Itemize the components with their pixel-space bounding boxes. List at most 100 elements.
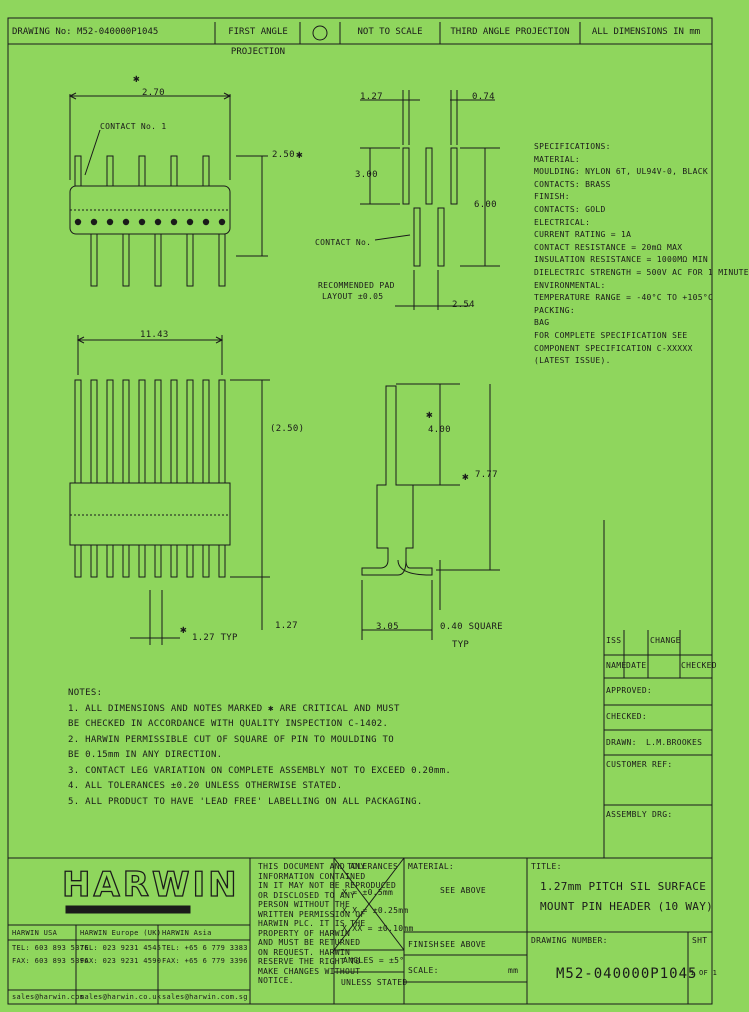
office-email[interactable]: sales@harwin.com	[12, 993, 85, 1001]
side-dim-pitch: 1.27	[360, 92, 383, 102]
office-fax: FAX: +65 6 779 3396	[162, 957, 248, 965]
pin-tail	[74, 379, 82, 484]
note-line: NOTES:	[68, 688, 103, 698]
pin-foot	[90, 544, 98, 578]
side-contact-label: CONTACT No.	[315, 238, 372, 247]
side-view	[402, 147, 458, 267]
pin-tail	[138, 379, 146, 484]
pin-tail	[122, 379, 130, 484]
contact-dot	[218, 218, 226, 226]
pin-lower	[186, 233, 194, 287]
spec-line: INSULATION RESISTANCE = 1000MΩ MIN	[534, 255, 708, 265]
sheet-label: SHT	[692, 936, 708, 945]
contact-dot	[106, 218, 114, 226]
copyright-line: AND MUST BE RETURNED	[258, 938, 361, 947]
tolerances-title: TOLERANCES	[347, 862, 399, 871]
contact-dot	[186, 218, 194, 226]
pad-layout-label: RECOMMENDED PAD	[318, 281, 395, 290]
front-pitch-dim: 1.27 TYP	[192, 633, 238, 643]
harwin-logo: HARWIN	[61, 865, 240, 905]
office-tel: TEL: +65 6 779 3383	[162, 944, 248, 952]
note-line: 5. ALL PRODUCT TO HAVE 'LEAD FREE' LABEL…	[68, 796, 423, 807]
office-email[interactable]: sales@harwin.co.uk	[80, 993, 162, 1001]
front-height-dim: (2.50)	[270, 424, 305, 434]
unless-stated: UNLESS STATED	[341, 978, 408, 987]
contact-dot	[74, 218, 82, 226]
office-email[interactable]: sales@harwin.com.sg	[162, 993, 248, 1001]
office-fax: FAX: 603 893 5396	[12, 957, 89, 965]
office-name: HARWIN Asia	[162, 929, 212, 937]
assembly-drg-label: ASSEMBLY DRG:	[606, 810, 673, 819]
pin-tail	[218, 379, 226, 484]
pin-foot	[170, 544, 178, 578]
note-line: 3. CONTACT LEG VARIATION ON COMPLETE ASS…	[68, 765, 452, 776]
copyright-line: IN IT MAY NOT BE REPRODUCED	[258, 881, 397, 890]
contact-dot	[154, 218, 162, 226]
material-value: SEE ABOVE	[440, 886, 487, 895]
spec-line: ENVIRONMENTAL:	[534, 280, 606, 290]
units-label: ALL DIMENSIONS IN mm	[591, 27, 701, 37]
pin-upper	[138, 155, 146, 187]
spec-line: MATERIAL:	[534, 154, 581, 164]
customer-ref-label: CUSTOMER REF:	[606, 760, 673, 769]
material-label: MATERIAL:	[408, 862, 455, 871]
spec-line: CONTACTS: BRASS	[534, 179, 611, 189]
rev-date-header: DATE	[626, 661, 647, 670]
pin-foot	[74, 544, 82, 578]
pin-tail	[170, 379, 178, 484]
pin-upper	[202, 155, 210, 187]
front-leg-dim: 1.27	[275, 621, 298, 631]
pin-foot	[106, 544, 114, 578]
pin-foot	[218, 544, 226, 578]
note-line: 4. ALL TOLERANCES ±0.20 UNLESS OTHERWISE…	[68, 781, 343, 791]
copyright-line: HARWIN PLC. IT IS THE	[258, 919, 366, 928]
side-dim-width: 0.74	[472, 92, 495, 102]
copyright-line: WRITTEN PERMISSION OF	[258, 909, 366, 919]
contact-dot	[202, 218, 210, 226]
office-tel: TEL: 603 893 5376	[12, 944, 89, 952]
copyright-line: MAKE CHANGES WITHOUT	[258, 966, 361, 976]
top-width-dim: 2.70	[142, 88, 165, 98]
office-name: HARWIN USA	[12, 929, 58, 937]
pin-upper	[170, 155, 178, 187]
pin-tail	[202, 379, 210, 484]
drawing-sheet: DRAWING No: M52-040000P1045 FIRST ANGLE …	[7, 17, 749, 1005]
top-view-pins	[74, 155, 226, 287]
note-line: 1. ALL DIMENSIONS AND NOTES MARKED ✱ ARE…	[68, 703, 400, 714]
pin-tail	[154, 379, 162, 484]
pad-layout-tolerance: LAYOUT ±0.05	[322, 292, 384, 301]
pin-foot	[154, 544, 162, 578]
critical-mark: ✱	[296, 148, 303, 161]
profile-dim-square: 0.40 SQUARE	[440, 622, 503, 632]
copyright-line: NOTICE.	[258, 976, 294, 985]
angles-tolerance: ANGLES = ±5°	[343, 956, 405, 965]
spec-line: TEMPERATURE RANGE = -40°C TO +105°C	[534, 293, 714, 303]
projection-symbol	[312, 25, 328, 41]
tolerance-line: X.XX = ±0.10mm	[342, 924, 414, 933]
top-height-dim: 2.50	[272, 150, 295, 160]
title-line-2: MOUNT PIN HEADER (10 WAY)	[540, 900, 714, 913]
critical-mark: ✱	[133, 72, 140, 85]
spec-line: FINISH:	[534, 192, 570, 202]
spec-line: DIELECTRIC STRENGTH = 500V AC FOR 1 MINU…	[534, 268, 749, 277]
profile-dim-height: 7.77	[475, 470, 498, 480]
profile-dim-foot: 3.05	[376, 622, 399, 632]
rev-checked-header: CHECKED	[681, 661, 717, 670]
finish-label: FINISH:	[408, 940, 444, 949]
drawing-lines	[7, 17, 713, 1005]
contact-dot	[138, 218, 146, 226]
side-dim-height: 3.00	[355, 170, 378, 180]
rev-name-header: NAME	[606, 661, 627, 670]
spec-line: SPECIFICATIONS:	[534, 142, 611, 151]
finish-value: SEE ABOVE	[440, 940, 487, 949]
pin-upper	[106, 155, 114, 187]
copyright-line: RESERVE THE RIGHT TO	[258, 957, 361, 966]
pin-lower	[154, 233, 162, 287]
drawing-number-value: M52-040000P1045	[556, 966, 698, 982]
drawn-name: L.M.BROOKES	[646, 738, 703, 747]
note-line: BE 0.15mm IN ANY DIRECTION.	[68, 750, 223, 760]
note-line: BE CHECKED IN ACCORDANCE WITH QUALITY IN…	[68, 719, 389, 729]
pin-lower	[90, 233, 98, 287]
profile-dim-typ: TYP	[452, 640, 470, 650]
side-dim-row-pitch: 2.54	[452, 300, 475, 310]
